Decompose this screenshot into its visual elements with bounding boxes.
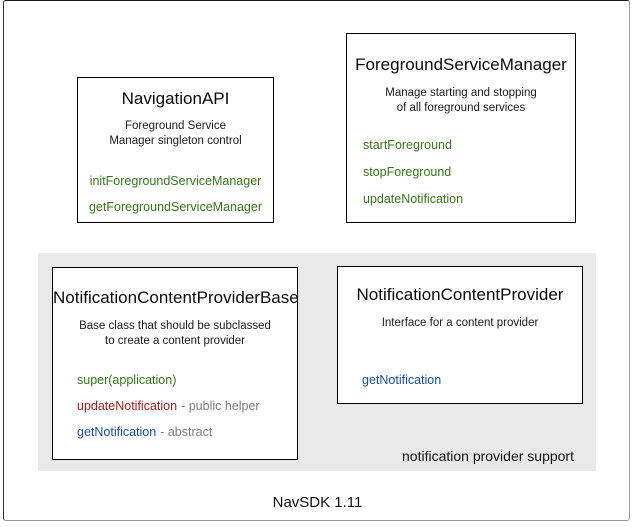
method-initforegroundservicemanager: initForegroundServiceManager (89, 174, 262, 188)
class-description: Base class that should be subclassed to … (53, 319, 297, 349)
class-title-foreground-service-manager: ForegroundServiceManager (355, 55, 567, 74)
group-label: notification provider support (402, 448, 574, 464)
method-getnotification: getNotification (362, 373, 442, 387)
description-line: Foreground Service (125, 120, 226, 132)
method-annotation: - abstract (160, 425, 213, 439)
method-updatenotification: updateNotification- public helper (77, 399, 260, 413)
description-line: Manager singleton control (109, 135, 242, 147)
class-box-notification-content-provider-base: NotificationContentProviderBase Base cla… (52, 267, 299, 460)
description-line: of all foreground services (396, 102, 526, 114)
class-title-notification-content-provider: NotificationContentProvider (356, 285, 564, 304)
class-box-notification-content-provider: NotificationContentProvider Interface fo… (337, 266, 583, 404)
diagram-caption: NavSDK 1.11 (272, 494, 363, 511)
notification-provider-group: NotificationContentProviderBase Base cla… (38, 253, 596, 471)
method-updatenotification: updateNotification (363, 192, 464, 206)
description-line: Base class that should be subclassed (79, 320, 271, 332)
description-line: Interface for a content provider (381, 317, 539, 329)
diagram-frame: NavigationAPI Foreground Service Manager… (3, 0, 630, 521)
class-title-notification-content-provider-base: NotificationContentProviderBase (53, 288, 299, 307)
method-list: super(application) updateNotification- p… (53, 367, 297, 445)
description-line: Manage starting and stopping (385, 87, 537, 99)
class-box-navigation-api: NavigationAPI Foreground Service Manager… (77, 77, 274, 223)
description-line: to create a content provider (105, 335, 245, 347)
method-list: getNotification (338, 367, 582, 393)
class-description: Interface for a content provider (338, 316, 582, 331)
method-getnotification: getNotification- abstract (77, 425, 213, 439)
method-stopforeground: stopForeground (363, 165, 452, 179)
method-getforegroundservicemanager: getForegroundServiceManager (88, 200, 263, 214)
class-description: Manage starting and stopping of all fore… (347, 86, 575, 116)
class-description: Foreground Service Manager singleton con… (78, 119, 273, 149)
class-box-foreground-service-manager: ForegroundServiceManager Manage starting… (346, 33, 576, 223)
method-annotation: - public helper (181, 399, 260, 413)
method-list: initForegroundServiceManager getForegrou… (78, 168, 273, 220)
method-startforeground: startForeground (363, 138, 452, 152)
method-super-application: super(application) (77, 373, 177, 387)
method-list: startForeground stopForeground updateNot… (347, 132, 575, 213)
class-title-navigation-api: NavigationAPI (121, 89, 230, 108)
